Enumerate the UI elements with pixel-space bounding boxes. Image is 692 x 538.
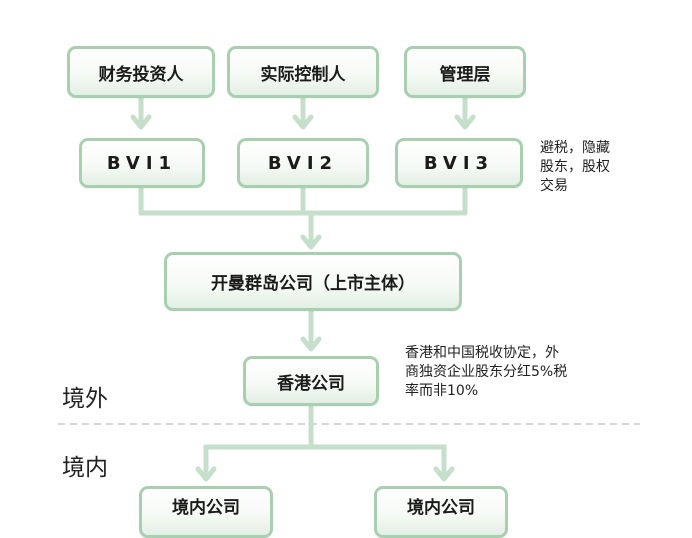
node-hongkong-label: 香港公司 [277,373,345,394]
structure-diagram: 财务投资人 实际控制人 管理层 BVI1 BVI2 BVI3 避税，隐藏 股东，… [58,46,640,538]
hk-note-line: 率而非10% [405,383,479,399]
node-hongkong-company: 香港公司 [243,356,379,406]
connector-layer [58,96,640,482]
node-domestic-company-a: 境内公司 [139,486,273,538]
node-bvi3-label: BVI3 [423,152,495,174]
node-bvi1-label: BVI1 [106,152,178,174]
bvi-purpose-note: 避税，隐藏 股东，股权 交易 [540,139,610,196]
arrow-management-to-bvi3 [454,96,476,130]
node-domestic-a-label: 境内公司 [172,498,240,518]
hk-note-line: 香港和中国税收协定，外 [405,345,559,361]
split-connector-hongkong-to-domestic [195,404,455,482]
node-actual-controller-label: 实际控制人 [260,64,346,85]
node-cayman-listed-entity: 开曼群岛公司（上市主体） [164,252,462,311]
merge-connector-bvi-to-cayman [138,186,468,250]
hk-note-line: 商独资企业股东分红5%税 [405,364,568,380]
node-cayman-label: 开曼群岛公司（上市主体） [211,274,415,294]
node-financial-investor-label: 财务投资人 [98,64,184,85]
arrow-cayman-to-hongkong [300,309,322,352]
node-domestic-company-b: 境内公司 [374,486,508,538]
hk-tax-treaty-note: 香港和中国税收协定，外 商独资企业股东分红5%税 率而非10% [405,344,567,401]
node-management-label: 管理层 [439,64,491,85]
node-bvi1: BVI1 [79,138,205,188]
node-bvi3: BVI3 [395,138,523,188]
node-actual-controller: 实际控制人 [227,46,379,98]
node-domestic-b-label: 境内公司 [407,498,475,518]
bvi-note-line: 避税，隐藏 [540,140,610,156]
arrow-investor-to-bvi1 [130,96,152,130]
node-bvi2-label: BVI2 [267,152,339,174]
bvi-note-line: 交易 [540,178,568,194]
region-label-offshore: 境外 [62,386,108,412]
node-management: 管理层 [404,46,526,98]
region-label-onshore: 境内 [62,455,108,481]
arrow-controller-to-bvi2 [292,96,314,130]
bvi-note-line: 股东，股权 [540,159,610,175]
node-bvi2: BVI2 [237,138,369,188]
node-financial-investor: 财务投资人 [67,46,215,98]
